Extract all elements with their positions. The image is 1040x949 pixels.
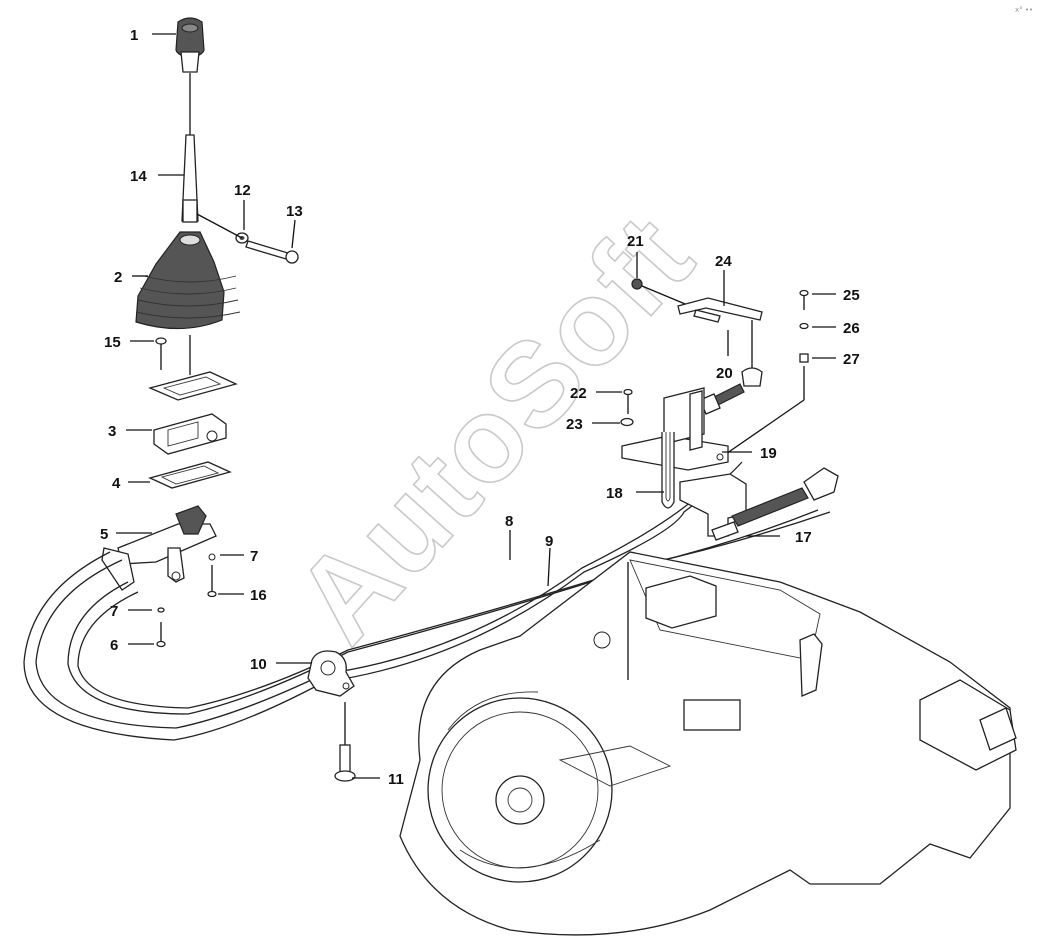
bolt-part-16 (207, 553, 217, 598)
washer-part-26 (799, 322, 809, 330)
callout-7-upper: 7 (250, 548, 258, 565)
callout-1: 1 (130, 27, 138, 44)
bolt-part-15 (155, 337, 167, 370)
transmission-housing (399, 551, 1017, 936)
callout-21: 21 (627, 233, 644, 250)
mounting-bracket-part-19 (621, 387, 729, 471)
leader-nut-lever (641, 285, 691, 307)
nut-part-27 (799, 353, 809, 363)
callout-9: 9 (545, 533, 553, 550)
callout-15: 15 (104, 334, 121, 351)
callout-26: 26 (843, 320, 860, 337)
callout-18: 18 (606, 485, 623, 502)
callout-25: 25 (843, 287, 860, 304)
callout-16: 16 (250, 587, 267, 604)
bolt-part-25 (799, 289, 809, 310)
callout-19: 19 (760, 445, 777, 462)
callout-22: 22 (570, 385, 587, 402)
callout-20: 20 (716, 365, 733, 382)
callout-14: 14 (130, 168, 147, 185)
bracket-part-17 (679, 467, 839, 541)
lever-housing-part-3 (153, 413, 227, 455)
gear-knob (175, 17, 205, 73)
callout-5: 5 (100, 526, 108, 543)
callout-7-lower: 7 (110, 603, 118, 620)
washer-part-23 (620, 417, 634, 427)
callout-3: 3 (108, 423, 116, 440)
callout-8: 8 (505, 513, 513, 530)
gasket-part-4 (148, 461, 232, 489)
callout-17: 17 (795, 529, 812, 546)
callout-23: 23 (566, 416, 583, 433)
bolt-part-11 (334, 744, 356, 782)
callout-2: 2 (114, 269, 122, 286)
nut-part-21 (631, 278, 643, 290)
callout-4: 4 (112, 475, 121, 492)
callout-leaders (116, 33, 836, 779)
callout-6: 6 (110, 637, 118, 654)
cable-clamp-part-10 (307, 650, 355, 697)
leader-nut-27-b (719, 399, 805, 459)
callout-24: 24 (715, 253, 732, 270)
shift-boot (135, 231, 241, 330)
shift-lever-rod (181, 134, 199, 223)
shift-mechanism-part-5 (101, 505, 217, 591)
callout-12: 12 (234, 182, 251, 199)
ball-joint-part-20 (699, 320, 763, 415)
lever-part-24 (677, 297, 763, 323)
bolt-part-13 (196, 213, 299, 264)
callout-13: 13 (286, 203, 303, 220)
callout-10: 10 (250, 656, 267, 673)
boot-retainer-plate (148, 371, 238, 401)
u-bolt-part-18 (661, 432, 675, 509)
callout-labels: 1 14 12 13 2 15 3 4 5 7 16 7 6 10 11 8 9… (100, 27, 860, 788)
callout-27: 27 (843, 351, 860, 368)
bolt-part-22 (623, 388, 633, 414)
bolt-part-6 (156, 607, 166, 648)
callout-11: 11 (388, 771, 404, 788)
corner-mark: x° •• (1015, 6, 1033, 14)
